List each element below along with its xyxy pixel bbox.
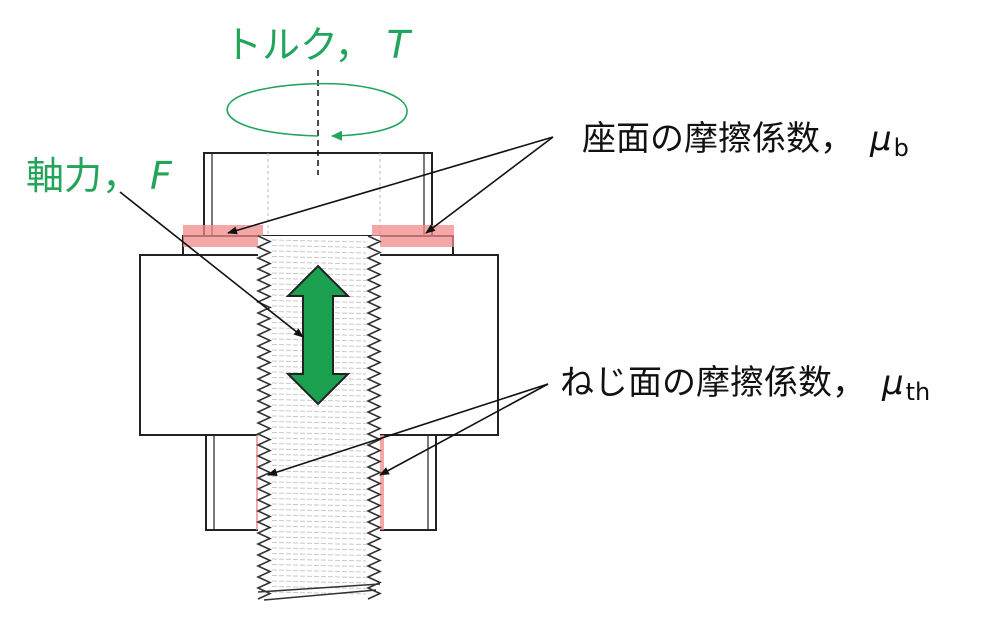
bearing-friction-symbol: μ bbox=[870, 119, 892, 159]
axial-force-symbol: F bbox=[150, 154, 172, 198]
leader-lines bbox=[119, 136, 554, 477]
torque-text: トルク， bbox=[224, 23, 373, 67]
thread-friction-symbol: μ bbox=[882, 363, 904, 403]
bearing-friction-subscript: b bbox=[893, 134, 909, 162]
axial-force-label: 軸力，F bbox=[26, 157, 172, 195]
bearing-friction-label: 座面の摩擦係数， μb bbox=[582, 122, 909, 160]
torque-rotation-arrow bbox=[226, 82, 408, 141]
axial-force-text: 軸力， bbox=[26, 154, 141, 198]
bolt-head bbox=[203, 152, 433, 237]
torque-symbol: T bbox=[386, 23, 410, 67]
bearing-friction-text: 座面の摩擦係数， bbox=[582, 119, 854, 159]
thread-friction-label: ねじ面の摩擦係数， μth bbox=[560, 366, 930, 404]
thread-friction-text: ねじ面の摩擦係数， bbox=[560, 363, 866, 403]
torque-label: トルク， T bbox=[224, 26, 410, 64]
axial-force-arrow bbox=[285, 264, 351, 406]
thread-friction-subscript: th bbox=[905, 378, 931, 406]
